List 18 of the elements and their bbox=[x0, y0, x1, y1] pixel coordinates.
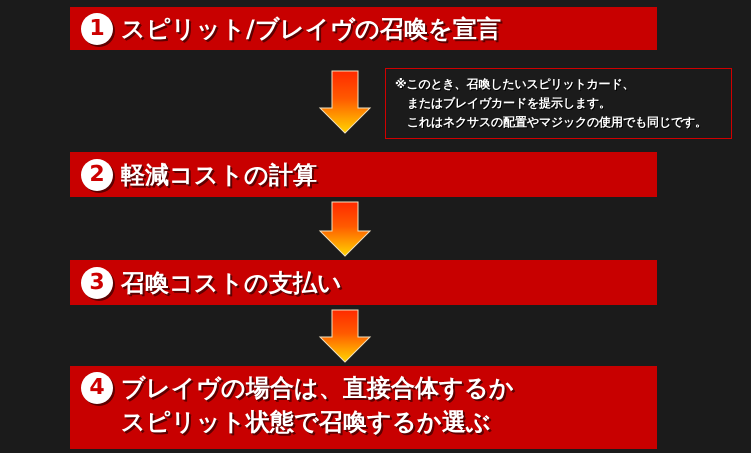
note-box bbox=[385, 68, 732, 139]
down-arrow bbox=[318, 70, 372, 134]
step-bar bbox=[70, 260, 657, 305]
step-bar bbox=[70, 7, 657, 50]
step-title: 召喚コストの支払い bbox=[121, 268, 343, 298]
step-title: スピリット/ブレイヴの召喚を宣言 bbox=[121, 14, 502, 44]
step-title: ブレイヴの場合は、直接合体するかスピリット状態で召喚するか選ぶ bbox=[121, 373, 515, 438]
note-text: ※このとき、召喚したいスピリットカード、またはブレイヴカードを提示します。 bbox=[395, 76, 636, 112]
note-text: これはネクサスの配置やマジックの使用でも同じです。 bbox=[406, 114, 708, 131]
down-arrow bbox=[318, 310, 372, 363]
down-arrow bbox=[318, 202, 372, 257]
step-bar bbox=[70, 366, 657, 449]
step-bar bbox=[70, 152, 657, 197]
step-number: 3 bbox=[81, 266, 113, 298]
step-title: 軽減コストの計算 bbox=[121, 160, 318, 190]
step-number: 2 bbox=[81, 158, 113, 190]
step-number: 4 bbox=[81, 372, 113, 404]
step-number: 1 bbox=[81, 12, 113, 44]
